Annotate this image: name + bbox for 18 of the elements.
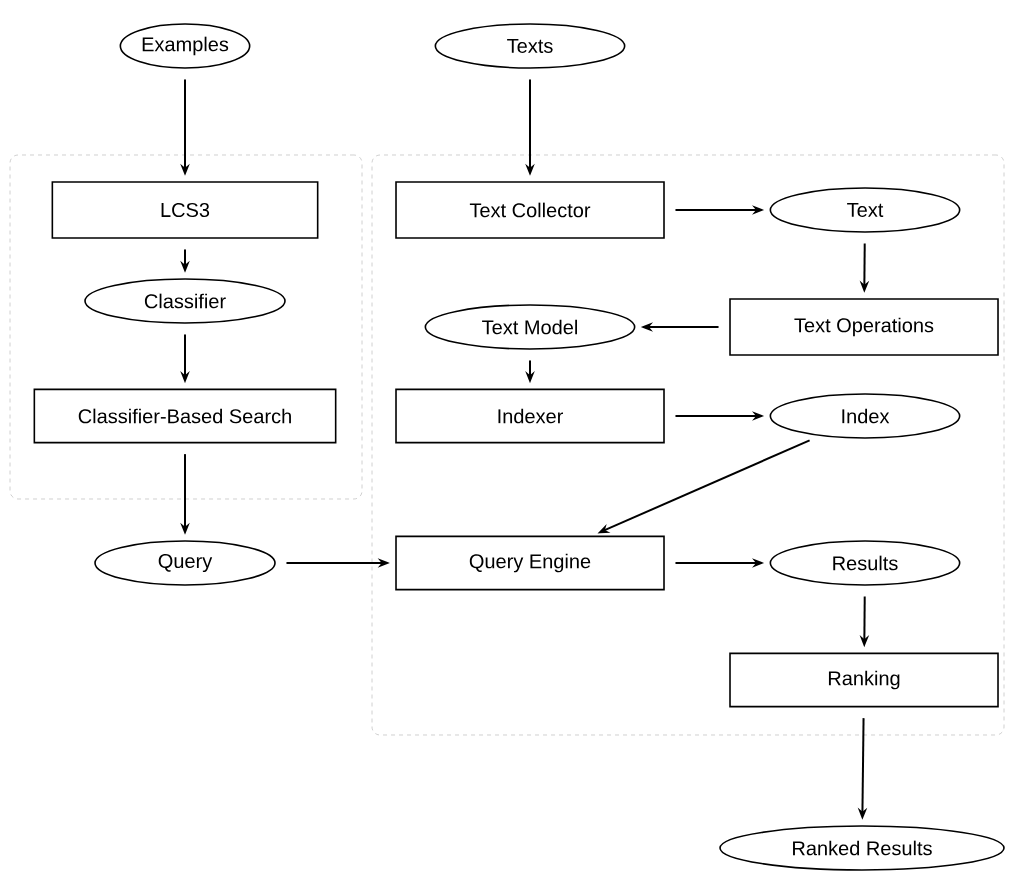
ellipse-node: Query bbox=[94, 540, 276, 586]
ellipse-node: Index bbox=[769, 393, 961, 439]
ellipse-node: Text Model bbox=[424, 304, 636, 350]
ellipse-node: Ranked Results bbox=[719, 825, 1005, 871]
ellipse-node: Examples bbox=[119, 23, 251, 69]
process-box: Ranking bbox=[729, 652, 999, 708]
process-box: LCS3 bbox=[51, 181, 319, 239]
process-box: Text Operations bbox=[729, 298, 999, 356]
dashed-group-box bbox=[9, 154, 363, 500]
process-box: Text Collector bbox=[395, 181, 665, 239]
ellipse-node: Texts bbox=[434, 23, 626, 69]
process-box: Query Engine bbox=[395, 535, 665, 591]
ellipse-node: Results bbox=[769, 540, 961, 586]
ellipse-node: Text bbox=[769, 187, 961, 233]
process-box: Indexer bbox=[395, 388, 665, 444]
process-box: Classifier-Based Search bbox=[33, 388, 337, 444]
ellipse-node: Classifier bbox=[84, 278, 286, 324]
dashed-group-box bbox=[371, 154, 1005, 736]
